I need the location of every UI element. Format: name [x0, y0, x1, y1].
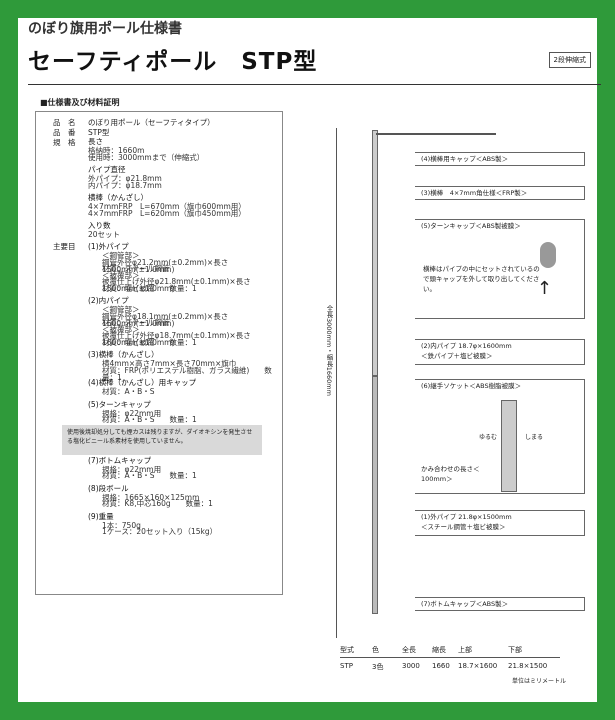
main-item-detail: 規格：1665×160×125mm [102, 492, 200, 502]
overlap-label: かみ合わせの長さ＜100mm＞ [421, 465, 480, 483]
table-header-cell: 縮長 [432, 646, 446, 654]
label-hinban: 品 番 [53, 128, 76, 137]
main-item-head: (8)段ボール [88, 483, 129, 493]
material-note: 使用後焼却処分しても煙カスは残りますが、ダイオキシンを発生させる塩化ビニール系素… [62, 425, 262, 455]
length-detail-2: 使用時：3000mmまで（伸縮式） [88, 153, 205, 162]
table-header-row: 型式 色 全長 縮長 上部 下部 [340, 645, 560, 658]
value-hinmei: のぼり用ポール（セーフティタイプ） [88, 118, 215, 127]
value-hinban: STP型 [88, 128, 110, 137]
socket-illustration [501, 400, 517, 492]
yokobou-head: 横棒（かんざし） [88, 193, 148, 202]
main-item-detail: 鋼管外径φ18.1mm(±0.2mm)×長さ1600mm(±1.0mm) [102, 311, 229, 328]
main-item-detail: 規格：φ22mm用 [102, 408, 162, 418]
diameter-head: パイプ直径 [88, 165, 126, 174]
main-item-detail: ＜被覆部＞ [102, 324, 140, 334]
yokobou-detail-2: 4×7mmFRP L=620mm（旗巾450mm用） [88, 209, 246, 218]
callout-4: (4)横棒用キャップ＜ABS製＞ [415, 152, 585, 166]
main-item-head: (5)ターンキャップ [88, 399, 151, 409]
value-length-head: 長さ [88, 137, 103, 146]
callout-6: (6)継手ソケット＜ABS樹脂被膜＞ ゆるむ しまる かみ合わせの長さ＜100m… [415, 379, 585, 494]
main-item-detail: 材質：スチール鋼管 [102, 264, 170, 273]
label-main: 主要目 [53, 242, 76, 251]
table-cell: 1660 [432, 662, 450, 670]
main-item-detail: 鋼管外径φ21.2mm(±0.2mm)×長さ1500mm(±1.0mm) [102, 257, 229, 274]
table-header-cell: 上部 [458, 646, 472, 654]
crossbar [376, 133, 496, 135]
model-table: 型式 色 全長 縮長 上部 下部 STP 3色 3000 1660 18.7×1600 21.8×1… [340, 645, 560, 674]
callout-7: (7)ボトムキャップ＜ABS製＞ [415, 597, 585, 611]
type-badge: 2段伸縮式 [548, 52, 591, 68]
main-item-head: (7)ボトムキャップ [88, 455, 152, 465]
callout-6-title: (6)継手ソケット＜ABS樹脂被膜＞ [421, 382, 522, 390]
callout-1-sub: ＜スチール鋼管＋塩ビ被膜＞ [421, 523, 506, 531]
spec-table: 品 名 のぼり用ポール（セーフティタイプ） 品 番 STP型 規 格 長さ 格納… [35, 111, 283, 595]
table-header-cell: 全長 [402, 646, 416, 654]
table-header-cell: 色 [372, 646, 379, 654]
callout-3: (3)横棒 4×7mm角仕様＜FRP製＞ [415, 186, 585, 200]
turncap-illustration [540, 242, 556, 268]
inner-pipe [372, 130, 378, 376]
main-item-detail: 被覆仕上げ外径φ18.7mm(±0.1mm)×長さ1600mm(±1.0mm) [102, 331, 251, 347]
dimension-label: 全長3000mm・縮長1660mm [325, 305, 333, 396]
page-subtitle: のぼり旗用ポール仕様書 [28, 21, 182, 37]
main-item-detail: 材質：スチール鋼管 [102, 318, 170, 327]
diameter-detail-1: 外パイプ：φ21.8mm [88, 174, 162, 183]
table-cell: 3色 [372, 663, 384, 671]
outer-pipe [372, 376, 378, 614]
up-arrow-icon: ↑ [536, 278, 552, 299]
table-cell: 3000 [402, 662, 420, 670]
dimension-line [336, 128, 337, 638]
callout-1: (1)外パイプ 21.8φ×1500mm ＜スチール鋼管＋塩ビ被膜＞ [415, 510, 585, 536]
callout-1-title: (1)外パイプ 21.8φ×1500mm [421, 513, 512, 521]
callout-2: (2)内パイプ 18.7φ×1600mm ＜鉄パイプ＋塩ビ被膜＞ [415, 339, 585, 365]
callout-5-title: (5)ターンキャップ＜ABS製被膜＞ [421, 222, 521, 230]
main-item-detail: 材質：A・B・S [102, 387, 155, 396]
tighten-label: しまる [525, 434, 544, 441]
main-item-head: (4)横棒（かんざし）用キャップ [88, 378, 197, 387]
table-cell: STP [340, 662, 353, 670]
main-item-detail: 材質：塩ビ被覆 数量：1 [102, 283, 197, 293]
irisuu-detail: 20セット [88, 230, 121, 239]
main-item-head: (2)内パイプ [88, 296, 129, 305]
callout-5: (5)ターンキャップ＜ABS製被膜＞ 横棒はパイプの中にセットされているので頭キ… [415, 219, 585, 319]
main-item-detail: 材質：A・B・S 数量：1 [102, 415, 197, 424]
table-header-cell: 下部 [508, 646, 522, 654]
callout-2-sub: ＜鉄パイプ＋塩ビ被膜＞ [421, 352, 493, 360]
title-divider [28, 84, 601, 85]
main-item-head: (9)重量 [88, 511, 114, 521]
main-item-head: (1)外パイプ [88, 242, 129, 251]
table-cell: 21.8×1500 [508, 662, 548, 670]
table-cell: 18.7×1600 [458, 662, 498, 670]
main-item-detail: 被覆仕上げ外径φ21.8mm(±0.1mm)×長さ1500mm(±1.0mm) [102, 277, 251, 293]
main-item-detail: 横4mm×高さ7mm×長さ70mm×旗巾 [102, 359, 237, 368]
loosen-label: ゆるむ [479, 434, 498, 441]
main-item-detail: 1ケース：20セット入り（15kg） [102, 527, 218, 536]
main-item-detail: 規格：φ22mm用 [102, 464, 162, 474]
length-detail-1: 格納時：1660m [88, 146, 145, 155]
table-row: STP 3色 3000 1660 18.7×1600 21.8×1500 [340, 658, 560, 674]
label-hinmei: 品 名 [53, 118, 76, 127]
main-item-detail: 材質：FRP(ポリエステル樹脂、ガラス繊維) 数量：1 [102, 365, 272, 382]
section-title: ■仕様書及び材料証明 [40, 98, 120, 107]
main-item-detail: ＜鋼管部＞ [102, 305, 140, 314]
table-header-cell: 型式 [340, 646, 354, 654]
unit-note: 単位はミリメートル [512, 678, 567, 685]
main-item-detail: 1本：750g [102, 520, 141, 530]
main-item-detail: 材質：塩ビ被覆 数量：1 [102, 337, 197, 347]
main-item-detail: 材質：A・B・S 数量：1 [102, 471, 197, 480]
main-item-head: (3)横棒（かんざし） [88, 350, 159, 359]
page-title: セーフティポール STP型 [28, 49, 318, 75]
label-kikaku: 規 格 [53, 138, 76, 147]
yokobou-detail-1: 4×7mmFRP L=670mm（旗巾600mm用） [88, 202, 246, 211]
turncap-note: 横棒はパイプの中にセットされているので頭キャップを外して取り出してください。 [423, 265, 540, 293]
main-item-detail: ＜被覆部＞ [102, 270, 140, 280]
main-item-detail: 材質：K8,中芯160g 数量：1 [102, 499, 213, 508]
irisuu-head: 入り数 [88, 221, 111, 230]
diameter-detail-2: 内パイプ：φ18.7mm [88, 181, 162, 190]
callout-2-title: (2)内パイプ 18.7φ×1600mm [421, 342, 512, 350]
main-item-detail: ＜鋼管部＞ [102, 251, 140, 260]
